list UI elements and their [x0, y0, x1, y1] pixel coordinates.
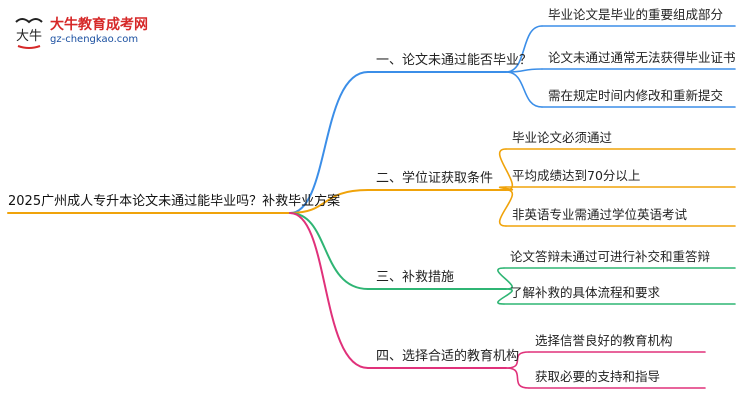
branch-3-label: 三、补救措施: [376, 270, 455, 285]
branch-3-edge: [289, 212, 369, 290]
branch-2-leaf-2-edge: [498, 186, 514, 191]
branch-1-leaf-2: 论文未通过通常无法获得毕业证书: [548, 50, 736, 65]
branch-4-leaf-2: 获取必要的支持和指导: [535, 369, 661, 384]
brand-url: gz-chengkao.com: [50, 34, 139, 45]
branch-3-leaf-1: 论文答辩未通过可进行补交和重答辩: [510, 249, 711, 264]
brand-name: 大牛教育成考网: [50, 17, 148, 33]
branch-1-edge: [289, 71, 369, 214]
branch-2-leaf-3-edge: [498, 189, 514, 227]
branch-1-leaf-1: 毕业论文是毕业的重要组成部分: [548, 7, 724, 22]
branch-2-edge: [289, 189, 369, 214]
branch-2-leaf-1-edge: [498, 148, 514, 191]
branch-1-label: 一、论文未通过能否毕业？: [376, 53, 533, 68]
branch-4-label: 四、选择合适的教育机构: [376, 349, 520, 364]
branch-2-leaf-2: 平均成绩达到70分以上: [512, 168, 641, 183]
branch-4-leaf-2-edge: [505, 367, 530, 389]
mindmap-root: 2025广州成人专升本论文未通过能毕业吗？补救毕业方案: [8, 194, 341, 209]
branch-3-leaf-2-edge: [497, 288, 513, 305]
branch-2-label: 二、学位证获取条件: [376, 171, 494, 186]
svg-text:大牛: 大牛: [16, 29, 42, 44]
branch-1-leaf-1-edge: [505, 25, 543, 73]
site-logo: 大牛 大牛教育成考网 gz-chengkao.com: [8, 12, 168, 52]
branch-3-leaf-2: 了解补救的具体流程和要求: [510, 285, 661, 300]
branch-1-leaf-3: 需在规定时间内修改和重新提交: [548, 88, 724, 103]
branch-1-leaf-3-edge: [505, 71, 543, 108]
branch-4-edge: [289, 212, 369, 369]
bull-logo-icon: 大牛: [15, 18, 43, 49]
mindmap-edges: [7, 25, 736, 389]
branch-3-leaf-1-edge: [497, 267, 513, 290]
branch-2-leaf-3: 非英语专业需通过学位英语考试: [512, 207, 688, 222]
branch-2-leaf-1: 毕业论文必须通过: [512, 130, 613, 145]
branch-4-leaf-1: 选择信誉良好的教育机构: [535, 333, 673, 348]
branch-4-leaf-1-edge: [505, 351, 530, 369]
